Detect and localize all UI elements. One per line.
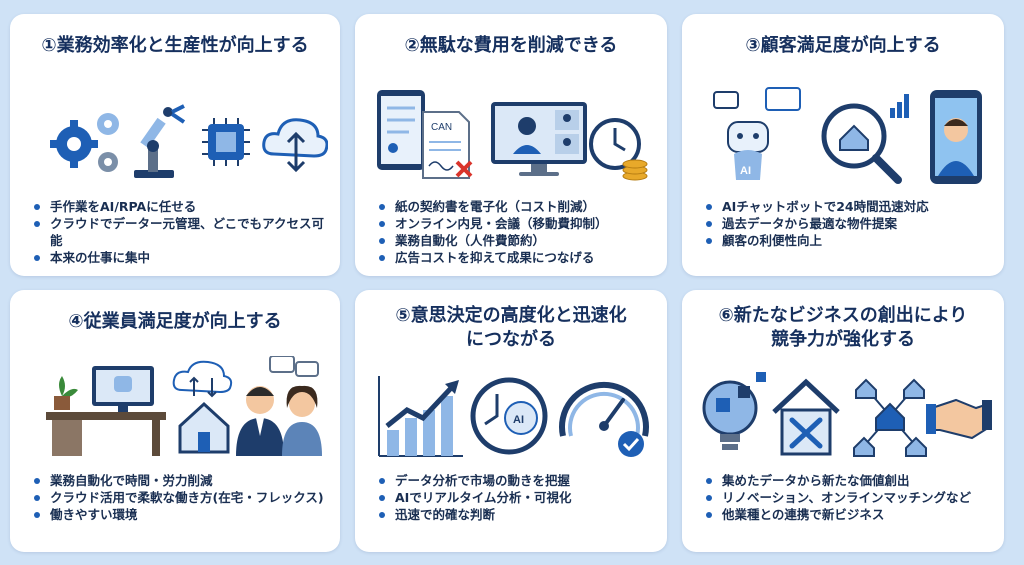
card-efficiency: ①業務効率化と生産性が向上する <box>10 14 340 276</box>
list-item: データ分析で市場の動きを把握 <box>379 472 657 489</box>
network-houses-icon <box>853 378 927 457</box>
gears-icon <box>50 113 119 172</box>
list-item: AIチャットボットで24時間迅速対応 <box>706 198 994 215</box>
cloud-sync-icon <box>262 118 328 173</box>
chatbot-icon: AI <box>713 87 801 180</box>
bullet-list: データ分析で市場の動きを把握 AIでリアルタイム分析・可視化 迅速で的確な判断 <box>379 472 657 523</box>
list-item: 業務自動化で時間・労力削減 <box>34 472 330 489</box>
list-item: 本来の仕事に集中 <box>34 249 330 266</box>
card-title-line-1: ⑤意思決定の高度化と迅速化 <box>395 305 627 326</box>
clock-ai-icon: AI <box>470 377 548 455</box>
card-title: ④従業員満足度が向上する <box>68 311 282 332</box>
list-item: AIでリアルタイム分析・可視化 <box>379 489 657 506</box>
card-illustration <box>694 364 992 466</box>
desk-computer-icon <box>46 366 166 456</box>
list-item: 他業種との連携で新ビジネス <box>706 506 994 523</box>
clock-coins-icon <box>589 118 648 181</box>
bot-label: AI <box>740 165 751 177</box>
list-item: 集めたデータから新たな価値創出 <box>706 472 994 489</box>
card-illustration: AI <box>367 366 655 466</box>
list-item: 広告コストを抑えて成果につなげる <box>379 249 657 266</box>
video-meeting-icon <box>491 102 587 176</box>
cpu-chip-icon <box>202 118 250 166</box>
robot-arm-icon <box>134 104 186 178</box>
list-item: 紙の契約書を電子化（コスト削減） <box>379 198 657 215</box>
card-title-line-2: につながる <box>466 329 556 350</box>
card-title-line-2: 競争力が強化する <box>771 329 915 350</box>
card-title-line-1: ⑥新たなビジネスの創出により <box>718 305 968 326</box>
house-tools-icon <box>772 378 840 456</box>
card-illustration <box>22 356 328 460</box>
smartphone-user-icon <box>930 90 982 184</box>
bullet-list: 集めたデータから新たな価値創出 リノベーション、オンラインマッチングなど 他業種… <box>706 472 994 523</box>
bullet-list: 手作業をAI/RPAに任せる クラウドでデーター元管理、どこでもアクセス可能 本… <box>34 198 330 266</box>
list-item: オンライン内見・会議（移動費抑制） <box>379 215 657 232</box>
list-item: クラウドでデーター元管理、どこでもアクセス可能 <box>34 215 330 249</box>
card-illustration: AI <box>694 86 992 194</box>
house-search-icon <box>821 94 909 184</box>
card-title: ②無駄な費用を削減できる <box>404 35 618 56</box>
list-item: クラウド活用で柔軟な働き方(在宅・フレックス) <box>34 489 330 506</box>
paper-contract-icon: CAN <box>422 111 473 179</box>
card-cost-reduction: ②無駄な費用を削減できる CAN <box>355 14 667 276</box>
card-decision-making: ⑤意思決定の高度化と迅速化 につながる AI <box>355 290 667 552</box>
list-item: 業務自動化（人件費節約） <box>379 232 657 249</box>
card-illustration: CAN <box>367 86 655 190</box>
card-illustration <box>22 90 328 190</box>
ai-label: AI <box>513 414 524 426</box>
list-item: 顧客の利便性向上 <box>706 232 994 249</box>
bullet-list: 業務自動化で時間・労力削減 クラウド活用で柔軟な働き方(在宅・フレックス) 働き… <box>34 472 330 523</box>
list-item: 過去データから最適な物件提案 <box>706 215 994 232</box>
bullet-list: 紙の契約書を電子化（コスト削減） オンライン内見・会議（移動費抑制） 業務自動化… <box>379 198 657 266</box>
cloud-home-icon <box>172 360 233 454</box>
list-item: リノベーション、オンラインマッチングなど <box>706 489 994 506</box>
card-new-business: ⑥新たなビジネスの創出により 競争力が強化する <box>682 290 1004 552</box>
card-title: ③顧客満足度が向上する <box>745 35 941 56</box>
bullet-list: AIチャットボットで24時間迅速対応 過去データから最適な物件提案 顧客の利便性… <box>706 198 994 249</box>
speedometer-icon <box>559 381 649 457</box>
employees-icon <box>236 356 322 456</box>
growth-chart-icon <box>378 376 463 457</box>
list-item: 手作業をAI/RPAに任せる <box>34 198 330 215</box>
list-item: 迅速で的確な判断 <box>379 506 657 523</box>
list-item: 働きやすい環境 <box>34 506 330 523</box>
card-customer-satisfaction: ③顧客満足度が向上する AI <box>682 14 1004 276</box>
puzzle-bulb-icon <box>702 372 766 450</box>
card-title: ①業務効率化と生産性が向上する <box>41 35 309 56</box>
card-employee-satisfaction: ④従業員満足度が向上する <box>10 290 340 552</box>
handshake-icon <box>926 398 992 440</box>
contract-label: CAN <box>431 122 452 133</box>
tablet-icon <box>377 90 425 170</box>
